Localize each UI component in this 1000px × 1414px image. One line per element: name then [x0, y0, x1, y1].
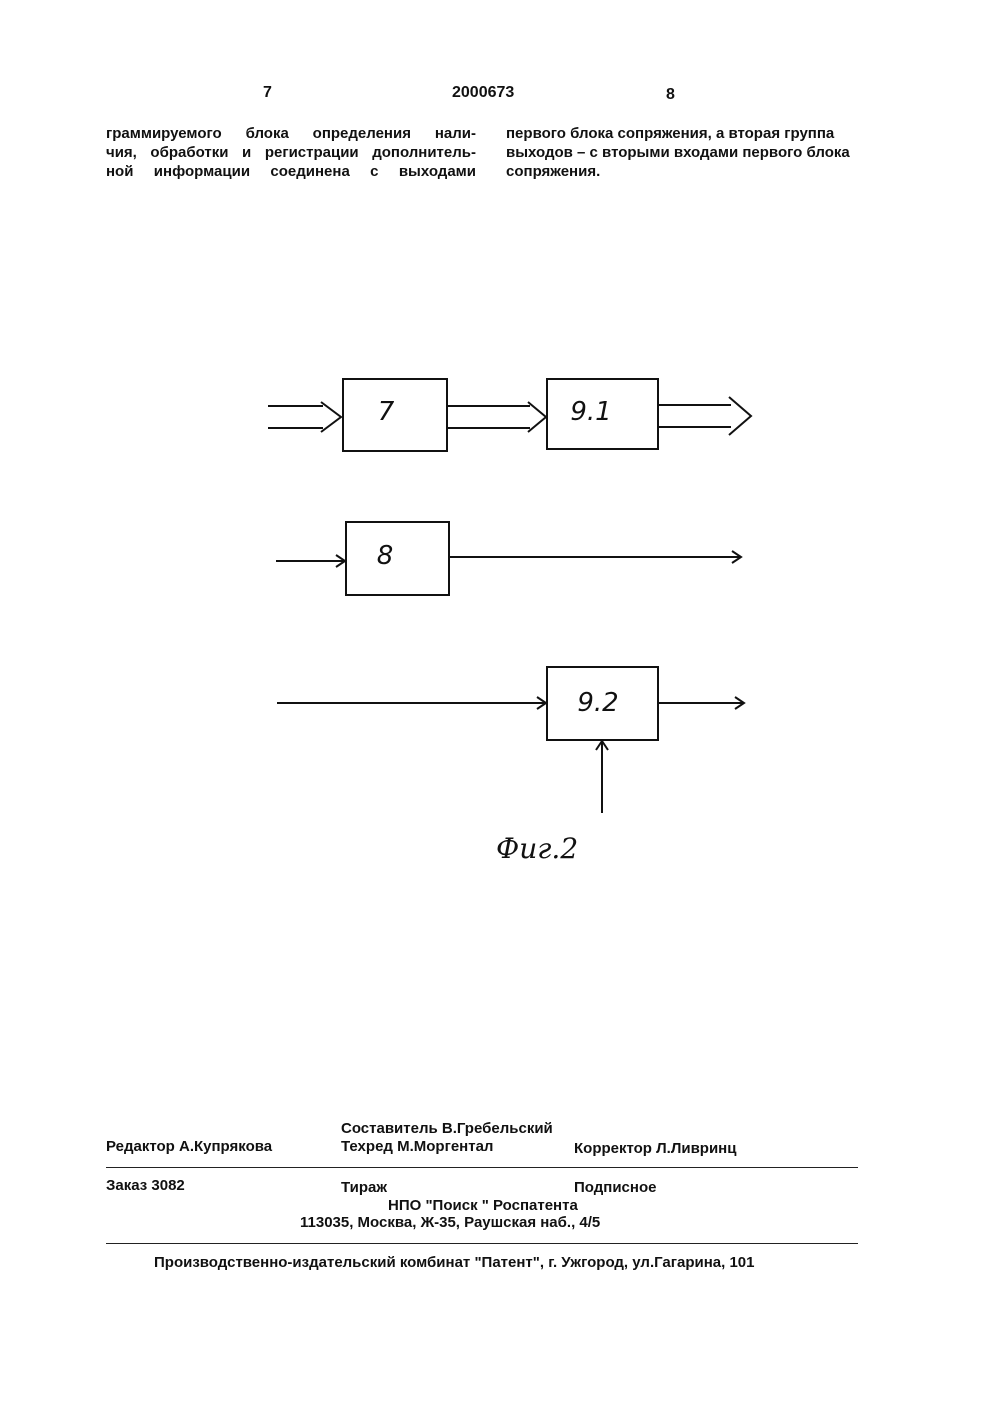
corrector: Корректор Л.Ливринц: [574, 1140, 736, 1157]
arrow-out-of-block-9-2: [659, 697, 744, 709]
arrow-into-block-9-2: [277, 697, 546, 709]
block-9-1-label: 9.1: [570, 397, 611, 427]
block-7: [343, 379, 447, 451]
block-7-label: 7: [378, 397, 395, 427]
bus-arrow-out-of-block-9-1: [659, 397, 751, 435]
divider: [106, 1167, 858, 1168]
order-number: Заказ 3082: [106, 1177, 185, 1194]
divider: [106, 1243, 858, 1244]
editor: Редактор А.Купрякова: [106, 1138, 272, 1155]
subscription: Подписное: [574, 1179, 656, 1196]
block-9-2-label: 9.2: [577, 688, 618, 718]
arrow-out-of-block-8: [450, 551, 741, 563]
publisher: Производственно-издательский комбинат "П…: [154, 1254, 755, 1271]
organization: НПО "Поиск " Роспатента: [388, 1197, 578, 1214]
figure-caption: Фиг.2: [496, 832, 578, 865]
block-8-label: 8: [377, 541, 394, 571]
block-8: [346, 522, 449, 595]
compiler: Составитель В.Гребельский: [341, 1120, 553, 1137]
bus-arrow-into-block-7: [268, 402, 341, 432]
arrow-into-block-8: [276, 555, 345, 567]
circulation: Тираж: [341, 1179, 387, 1196]
techred: Техред М.Моргентал: [341, 1138, 493, 1155]
arrow-up-into-block-9-2: [596, 741, 608, 813]
bus-arrow-7-to-9-1: [448, 402, 546, 432]
address: 113035, Москва, Ж-35, Раушская наб., 4/5: [300, 1214, 600, 1231]
